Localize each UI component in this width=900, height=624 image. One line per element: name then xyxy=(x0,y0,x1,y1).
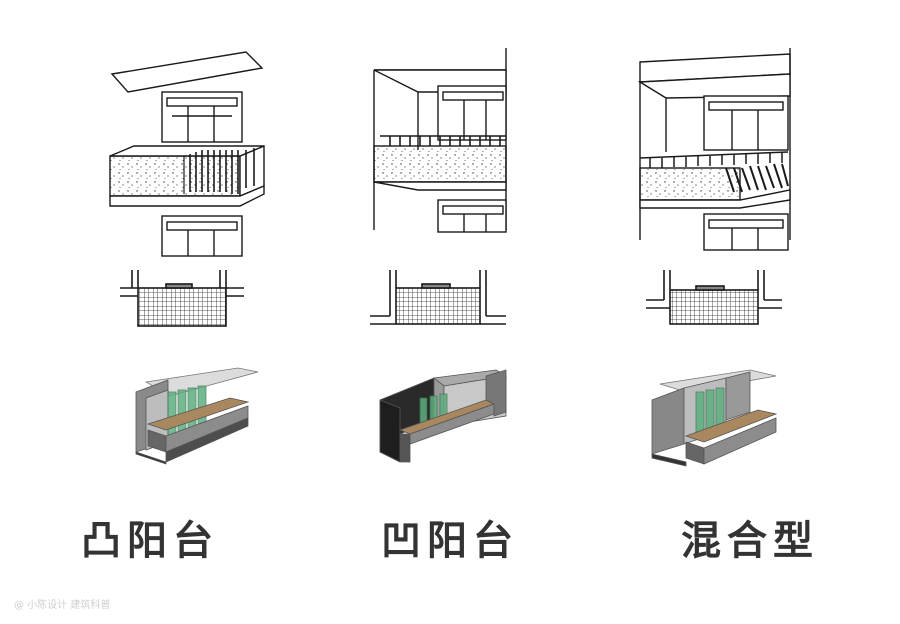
column-concave: 凹阳台 xyxy=(300,0,600,600)
convex-balcony-illustration xyxy=(109,51,265,465)
concave-3d-model xyxy=(379,369,508,463)
convex-3d-model xyxy=(135,367,259,465)
mixed-elevation-sketch xyxy=(637,48,791,251)
convex-floor-plan xyxy=(120,270,244,327)
caption-concave: 凹阳台 xyxy=(381,518,519,564)
column-mixed: 混合型 xyxy=(600,0,900,600)
concave-elevation-sketch xyxy=(373,48,507,233)
column-convex: 凸阳台 xyxy=(0,0,300,600)
mixed-balcony-illustration xyxy=(637,48,791,467)
convex-elevation-sketch xyxy=(109,51,265,257)
concave-floor-plan xyxy=(370,270,506,325)
watermark: @ 小陈设计 建筑科普 xyxy=(14,600,111,611)
caption-mixed: 混合型 xyxy=(681,518,819,564)
mixed-3d-model xyxy=(651,369,778,467)
concave-balcony-illustration xyxy=(370,48,508,463)
caption-convex: 凸阳台 xyxy=(81,518,219,564)
mixed-floor-plan xyxy=(646,270,782,325)
